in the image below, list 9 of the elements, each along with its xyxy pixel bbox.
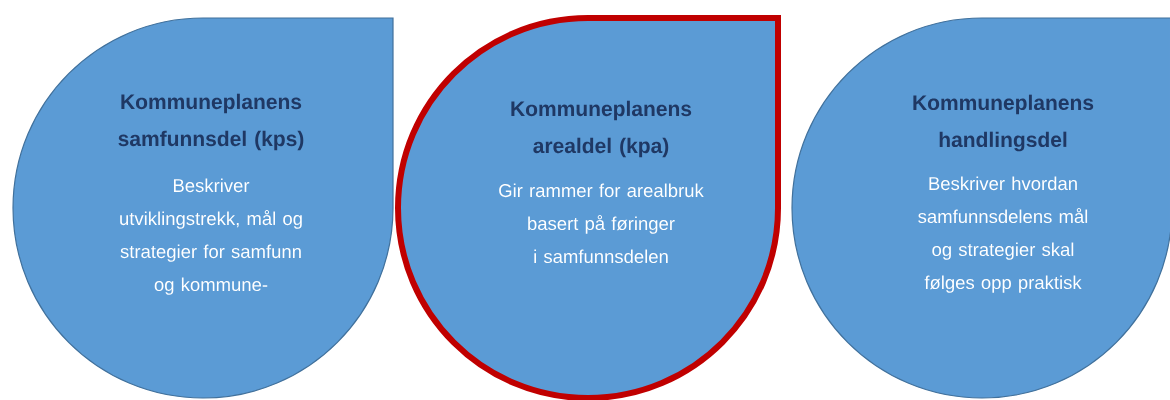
- body-text: Gir rammer for arealbruk basert på føringer i samfunnsdelen: [499, 183, 704, 264]
- body-text: Beskriver hvordan samfunnsdelens mål og strategier skal følges opp praktisk: [918, 176, 1088, 293]
- heading-text: Kommuneplanens samfunnsdel (kps): [118, 93, 304, 151]
- teardrop-shape: [395, 15, 781, 400]
- heading-text: Kommuneplanens arealdel (kpa): [511, 100, 692, 158]
- teardrop-shape: [12, 17, 394, 399]
- body-text: Beskriver utviklingstrekk, mål og strategier for samfunn og kommune-: [120, 178, 302, 295]
- heading-text: Kommuneplanens handlingsdel: [913, 94, 1094, 152]
- teardrop-shape: [791, 17, 1170, 399]
